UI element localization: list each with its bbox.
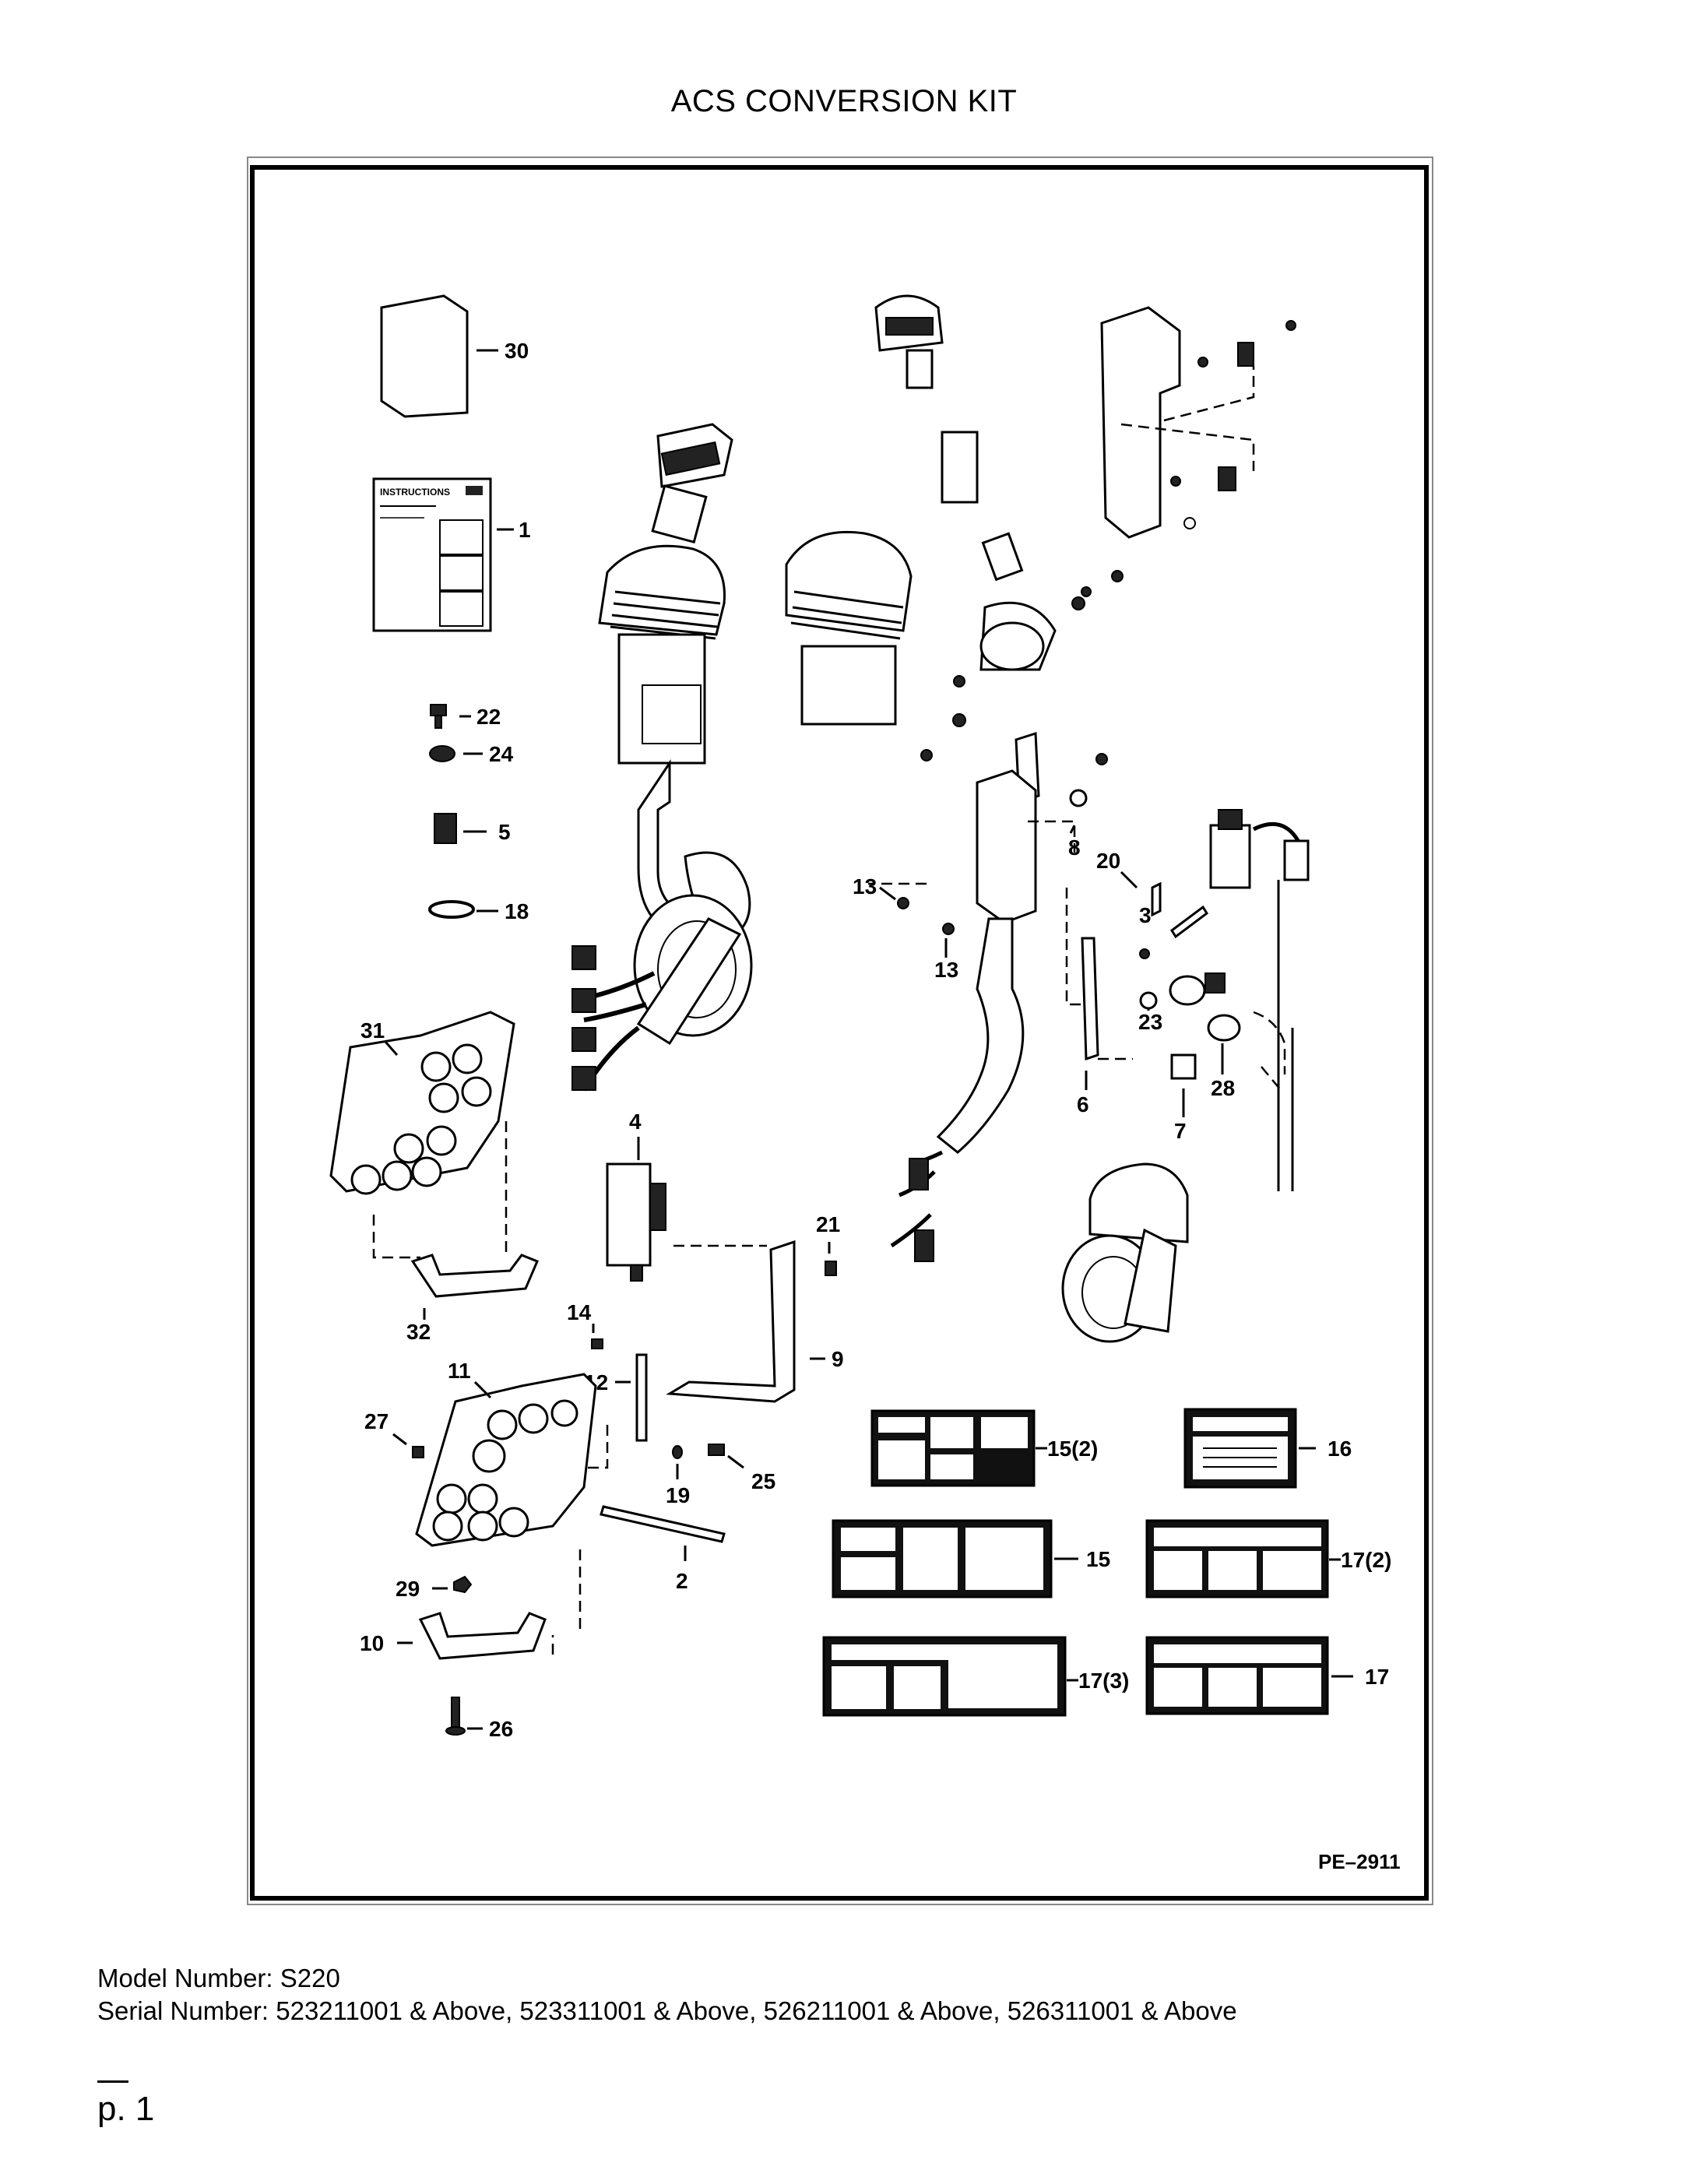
- part-31-plate: 31: [329, 1011, 515, 1259]
- callout-17-2: 17(2): [1341, 1548, 1391, 1572]
- part-18-clamp: 18: [428, 899, 529, 923]
- part-22-screw: 22: [430, 704, 501, 729]
- decal-17-2: 17(2): [1145, 1519, 1391, 1598]
- callout-9: 9: [832, 1347, 844, 1371]
- part-25-bolt: 25: [708, 1444, 775, 1493]
- callout-19: 19: [666, 1483, 690, 1507]
- part-4-valve: 4: [606, 1110, 767, 1282]
- model-number: Model Number: S220: [97, 1964, 340, 1992]
- callout-20: 20: [1096, 849, 1120, 873]
- callout-25: 25: [751, 1469, 775, 1493]
- callout-11: 11: [448, 1359, 471, 1383]
- page-number-rule: [97, 2080, 128, 2083]
- callout-8: 8: [1068, 835, 1081, 860]
- part-lever-assembly: [868, 769, 1076, 1262]
- part-24-washer: 24: [429, 742, 514, 766]
- figure-reference: PE–2911: [1318, 1850, 1401, 1873]
- callout-31: 31: [360, 1018, 385, 1043]
- serial-number: Serial Number: 523211001 & Above, 523311…: [97, 1996, 1237, 2025]
- part-solenoid-valve: [1151, 809, 1310, 1191]
- diagram-frame: [250, 165, 1429, 1901]
- callout-28: 28: [1211, 1076, 1235, 1100]
- callout-1: 1: [519, 518, 531, 542]
- part-rubber-boot: [1061, 1162, 1189, 1343]
- diagram-outer-border: [247, 157, 1433, 1905]
- part-26-bolt: 26: [445, 1697, 513, 1741]
- part-1-instructions: INSTRUCTIONS 1: [372, 477, 531, 632]
- callout-14: 14: [567, 1300, 592, 1324]
- callout-29: 29: [396, 1577, 420, 1601]
- decal-15: 15: [832, 1519, 1110, 1598]
- part-right-handle-boot: [785, 530, 913, 726]
- callout-4: 4: [629, 1110, 642, 1134]
- callout-7: 7: [1174, 1119, 1187, 1143]
- callout-32: 32: [406, 1320, 431, 1344]
- page-title: ACS CONVERSION KIT: [670, 84, 1018, 118]
- callout-26: 26: [489, 1717, 513, 1741]
- part-30-box: 30: [380, 294, 529, 418]
- part-top-bracket: [1100, 306, 1296, 539]
- callout-13b: 13: [934, 958, 958, 982]
- callout-23: 23: [1138, 1010, 1162, 1034]
- callout-13a: 13: [853, 874, 877, 899]
- callout-24: 24: [489, 742, 514, 766]
- part-6-strap: [1065, 888, 1158, 1061]
- callout-10: 10: [360, 1631, 384, 1655]
- callout-15-2: 15(2): [1047, 1437, 1098, 1461]
- callout-21: 21: [816, 1212, 840, 1236]
- part-7-block: [1170, 1053, 1197, 1080]
- part-32-bracket: 32: [406, 1254, 539, 1344]
- callout-5: 5: [498, 820, 511, 844]
- callout-15: 15: [1086, 1547, 1110, 1571]
- part-21-bolt: 21: [816, 1212, 840, 1276]
- part-5-switch: 5: [434, 813, 511, 844]
- part-19-washer: 19: [666, 1445, 690, 1507]
- page-number: p. 1: [97, 2090, 155, 2128]
- part-2-pin: 2: [600, 1505, 726, 1593]
- part-10-bracket: 10: [360, 1612, 554, 1660]
- callout-6: 6: [1077, 1092, 1089, 1117]
- part-11-plate: 11: [415, 1359, 609, 1635]
- part-28-sensor: [1169, 972, 1241, 1042]
- instructions-label: INSTRUCTIONS: [380, 487, 450, 498]
- part-top-handle: [874, 294, 1057, 671]
- callout-17-3: 17(3): [1078, 1669, 1129, 1693]
- part-9-bracket: 9: [666, 1240, 844, 1403]
- part-14-screw: 14: [567, 1300, 603, 1349]
- decal-17: 17: [1145, 1636, 1389, 1715]
- decal-15-2: 15(2): [870, 1409, 1098, 1487]
- part-left-joystick-assembly: [571, 423, 753, 1092]
- decal-17-3: 17(3): [822, 1636, 1129, 1717]
- callout-27: 27: [364, 1409, 389, 1433]
- callout-18: 18: [505, 899, 529, 923]
- decal-16: 16: [1183, 1408, 1352, 1489]
- callout-3: 3: [1139, 903, 1152, 927]
- callout-16: 16: [1328, 1437, 1352, 1461]
- part-27-nut: 27: [364, 1409, 424, 1458]
- callout-22: 22: [477, 705, 501, 729]
- callout-30: 30: [505, 339, 529, 363]
- callout-17: 17: [1365, 1665, 1389, 1689]
- part-29-nut: 29: [396, 1575, 473, 1601]
- callout-2: 2: [676, 1569, 688, 1593]
